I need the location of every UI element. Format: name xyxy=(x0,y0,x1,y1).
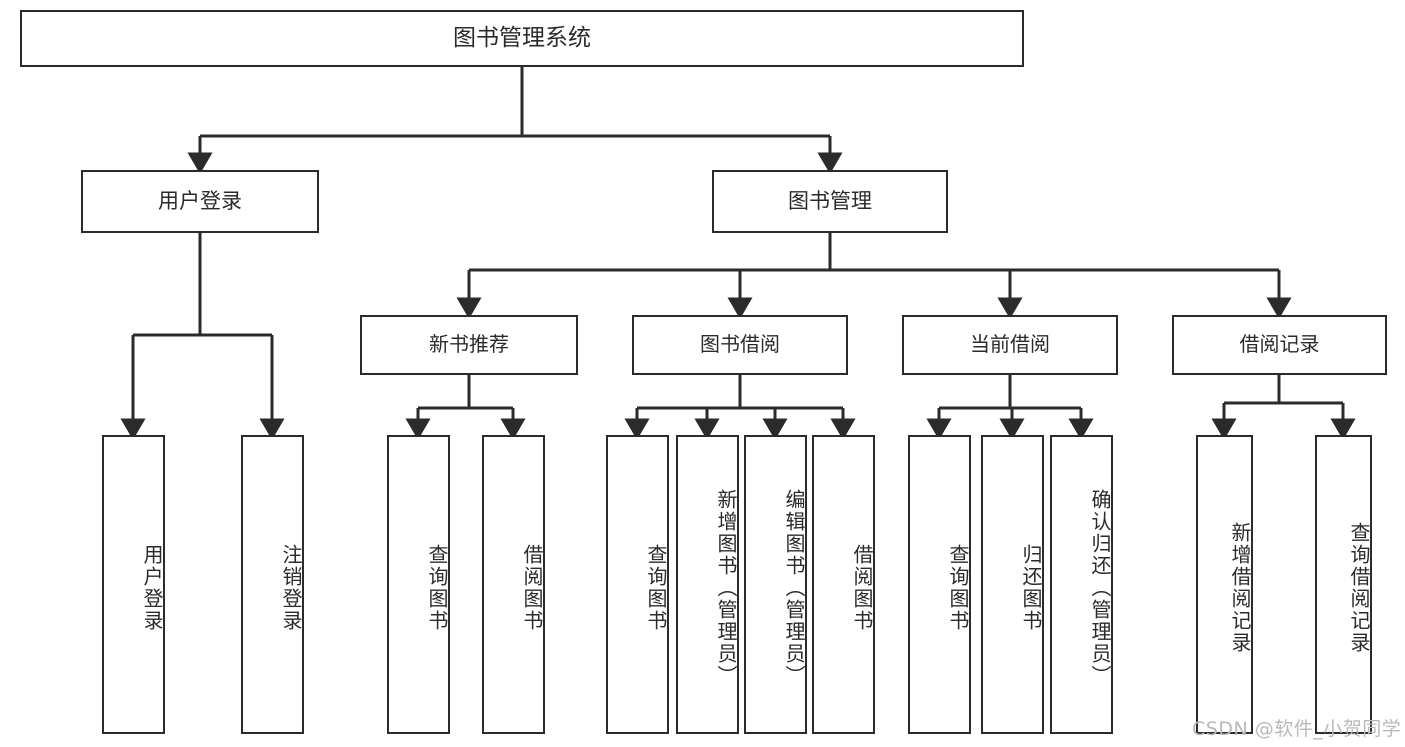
node-label: 借阅图书 xyxy=(850,543,874,632)
node-leaf-borrow-book-borrow[interactable]: 借阅图书 xyxy=(812,435,875,734)
node-root-book-management-system[interactable]: 图书管理系统 xyxy=(20,10,1024,67)
node-borrow-record[interactable]: 借阅记录 xyxy=(1172,315,1387,375)
node-leaf-user-logout[interactable]: 注销登录 xyxy=(241,435,304,734)
node-leaf-query-book-recommend[interactable]: 查询图书 xyxy=(387,435,450,734)
node-label: 确认归还（管理员） xyxy=(1088,488,1112,687)
node-leaf-add-borrow-record[interactable]: 新增借阅记录 xyxy=(1196,435,1253,734)
node-leaf-borrow-book-recommend[interactable]: 借阅图书 xyxy=(482,435,545,734)
node-leaf-user-login[interactable]: 用户登录 xyxy=(102,435,165,734)
node-label: 新书推荐 xyxy=(429,332,509,357)
node-label: 用户登录 xyxy=(140,543,164,632)
node-label: 归还图书 xyxy=(1019,543,1043,632)
node-leaf-confirm-return-admin[interactable]: 确认归还（管理员） xyxy=(1050,435,1113,734)
node-label: 图书借阅 xyxy=(700,332,780,357)
node-book-borrow[interactable]: 图书借阅 xyxy=(632,315,848,375)
node-label: 查询借阅记录 xyxy=(1347,521,1371,654)
node-label: 查询图书 xyxy=(644,543,668,632)
node-label: 借阅记录 xyxy=(1239,332,1320,357)
node-leaf-query-book-current[interactable]: 查询图书 xyxy=(908,435,971,734)
node-leaf-add-book-admin[interactable]: 新增图书（管理员） xyxy=(676,435,739,734)
node-label: 当前借阅 xyxy=(970,332,1050,357)
node-label: 注销登录 xyxy=(279,543,303,632)
node-label: 新增图书（管理员） xyxy=(714,488,738,687)
node-label: 查询图书 xyxy=(946,543,970,632)
node-book-manage[interactable]: 图书管理 xyxy=(712,170,948,233)
node-label: 借阅图书 xyxy=(520,543,544,632)
node-label: 查询图书 xyxy=(425,543,449,632)
node-new-book-recommend[interactable]: 新书推荐 xyxy=(360,315,578,375)
node-label: 图书管理系统 xyxy=(453,24,591,51)
node-user-login[interactable]: 用户登录 xyxy=(81,170,319,233)
node-current-borrow[interactable]: 当前借阅 xyxy=(902,315,1118,375)
node-leaf-edit-book-admin[interactable]: 编辑图书（管理员） xyxy=(744,435,807,734)
node-label: 新增借阅记录 xyxy=(1228,521,1252,654)
node-label: 编辑图书（管理员） xyxy=(782,488,806,687)
csdn-watermark: CSDN @软件_小贺同学 xyxy=(1192,718,1402,740)
node-leaf-query-book-borrow[interactable]: 查询图书 xyxy=(606,435,669,734)
node-leaf-query-borrow-record[interactable]: 查询借阅记录 xyxy=(1315,435,1372,734)
node-label: 图书管理 xyxy=(788,189,872,214)
node-leaf-return-book[interactable]: 归还图书 xyxy=(981,435,1044,734)
node-label: 用户登录 xyxy=(158,189,242,214)
